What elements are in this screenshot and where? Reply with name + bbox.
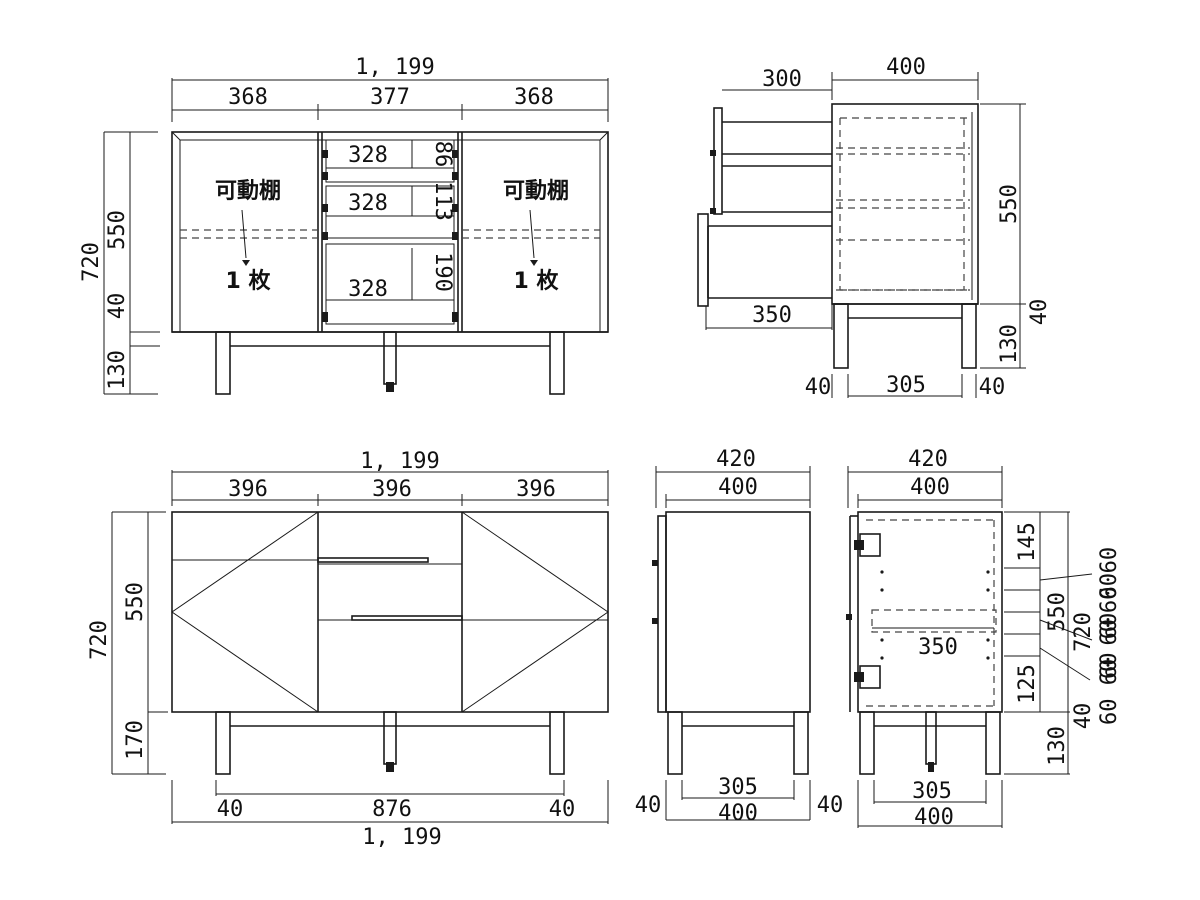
rear-leg-span: 305 xyxy=(912,779,952,804)
drawer-1-width: 328 xyxy=(348,143,388,168)
front-open-col-center: 377 xyxy=(370,85,410,110)
drawer-1-height: 86 xyxy=(430,141,455,168)
side-drawer-depth: 300 xyxy=(762,67,802,92)
rear-dim-bottom: 125 xyxy=(1015,664,1040,704)
shelf-left-count: 1 枚 xyxy=(226,268,271,294)
side-view: 420 400 305 400 40 40 xyxy=(635,447,844,826)
front-closed-leg-right: 40 xyxy=(549,797,576,822)
front-open-view: 1, 199 368 377 368 xyxy=(79,55,609,395)
side-section-view: 300 400 350 xyxy=(697,55,1052,400)
front-closed-overall-width: 1, 199 xyxy=(360,449,439,474)
front-open-height-leg: 130 xyxy=(105,350,130,390)
side-view-depth-outer: 420 xyxy=(716,447,756,472)
rear-hole-spacing-a: 60 60 xyxy=(1097,547,1122,613)
side-view-base-width: 400 xyxy=(718,801,758,826)
drawer-2-height: 113 xyxy=(430,181,455,221)
side-view-leg-right: 40 xyxy=(817,793,844,818)
front-closed-panel-right: 396 xyxy=(516,477,556,502)
front-closed-view: 1, 199 396 396 396 720 550 170 xyxy=(87,449,609,850)
drawer-3-height: 190 xyxy=(430,252,455,292)
front-open-height-body: 550 xyxy=(105,210,130,250)
front-closed-panel-center: 396 xyxy=(372,477,412,502)
side-view-leg-left: 40 xyxy=(635,793,662,818)
side-leg-span: 305 xyxy=(886,373,926,398)
rear-depth-outer: 420 xyxy=(908,447,948,472)
front-open-height-plinth: 40 xyxy=(105,293,130,320)
front-closed-leg-span: 876 xyxy=(372,797,412,822)
shelf-right-label: 可動棚 xyxy=(503,179,569,204)
front-closed-panel-left: 396 xyxy=(228,477,268,502)
rear-view: 420 400 350 xyxy=(846,447,1122,830)
rear-inner-width: 350 xyxy=(918,635,958,660)
front-open-col-left: 368 xyxy=(228,85,268,110)
side-body-depth: 400 xyxy=(886,55,926,80)
side-leg-right: 40 xyxy=(979,375,1006,400)
rear-hole-spacing-b: 60 60 60 xyxy=(1097,573,1122,679)
side-view-depth-body: 400 xyxy=(718,475,758,500)
front-open-overall-width: 1, 199 xyxy=(355,55,434,80)
side-inner-depth: 350 xyxy=(752,303,792,328)
rear-height-body: 550 xyxy=(1045,592,1070,632)
front-open-height-total: 720 xyxy=(79,242,104,282)
drawer-2-width: 328 xyxy=(348,191,388,216)
shelf-left-label: 可動棚 xyxy=(215,179,281,204)
front-closed-bottom-width: 1, 199 xyxy=(362,825,441,850)
rear-height-plinth: 40 xyxy=(1071,703,1096,730)
front-open-col-right: 368 xyxy=(514,85,554,110)
shelf-right-count: 1 枚 xyxy=(514,268,559,294)
front-closed-height-body: 550 xyxy=(123,582,148,622)
rear-dim-top: 145 xyxy=(1015,522,1040,562)
side-height-plinth: 40 xyxy=(1027,299,1052,326)
side-view-leg-span: 305 xyxy=(718,775,758,800)
front-closed-leg-left: 40 xyxy=(217,797,244,822)
side-leg-left: 40 xyxy=(805,375,832,400)
rear-base-width: 400 xyxy=(914,805,954,830)
side-height-body: 550 xyxy=(997,184,1022,224)
rear-height-leg: 130 xyxy=(1045,726,1070,766)
drawer-3-width: 328 xyxy=(348,277,388,302)
front-closed-height-base: 170 xyxy=(123,720,148,760)
rear-height-total: 720 xyxy=(1071,612,1096,652)
front-closed-height-total: 720 xyxy=(87,620,112,660)
rear-depth-body: 400 xyxy=(910,475,950,500)
rear-hole-spacing-c: 60 60 60 xyxy=(1097,619,1122,725)
side-height-leg: 130 xyxy=(997,324,1022,364)
